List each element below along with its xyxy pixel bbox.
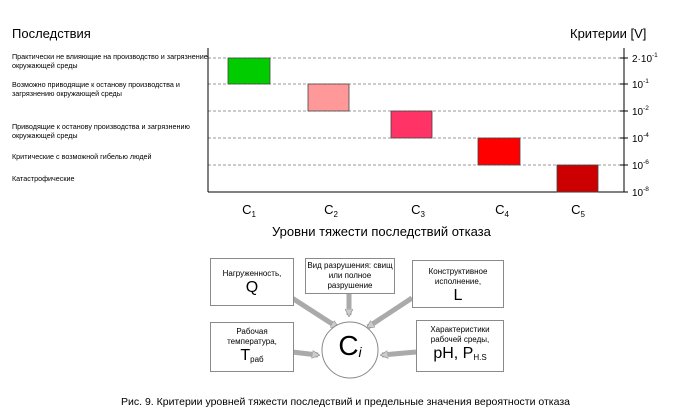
environment-symbol: pH, PH.S — [433, 345, 487, 362]
criterion-label-3: 10-2 — [632, 105, 649, 118]
consequence-3: Приводящие к останову производства и заг… — [12, 122, 190, 140]
consequence-1: Практически не влияющие на производство … — [12, 52, 208, 70]
consequence-5: Катастрофические — [12, 174, 75, 183]
design-symbol: L — [453, 287, 463, 304]
level-label-c1: C1 — [242, 202, 256, 219]
figure-caption: Рис. 9. Критерии уровней тяжести последс… — [120, 396, 570, 408]
level-label-c5: C5 — [571, 202, 585, 219]
design-text: Конструктивное исполнение, — [428, 267, 488, 286]
temperature-text: Рабочая температура, — [227, 327, 277, 346]
criterion-label-5: 10-6 — [632, 159, 649, 172]
temperature-symbol: Tраб — [240, 347, 264, 364]
criterion-label-4: 10-4 — [632, 132, 649, 145]
x-axis-label: Уровни тяжести последствий отказа — [272, 224, 491, 239]
criterion-label-2: 10-1 — [632, 78, 649, 91]
environment-text: Характеристики рабочей среды, — [430, 325, 490, 344]
bar-c2 — [307, 83, 350, 112]
arrow-temperature — [291, 349, 318, 355]
arrow-load — [290, 295, 337, 330]
bar-c3 — [390, 110, 433, 139]
criterion-label-1: 2·10-1 — [632, 52, 658, 65]
arrow-environment — [382, 349, 417, 355]
level-label-c2: C2 — [324, 202, 338, 219]
criterion-label-6: 10-8 — [632, 186, 649, 199]
failure-text: Вид разрушения: свищ или полное разрушен… — [307, 261, 393, 290]
center-symbol: Ci — [338, 330, 362, 361]
load-text: Нагруженность, — [222, 269, 282, 278]
level-label-c3: C3 — [411, 202, 425, 219]
center-circle — [321, 321, 379, 379]
arrow-design — [368, 295, 414, 330]
consequences-header: Последствия — [12, 26, 91, 41]
criteria-header: Критерии [V] — [570, 26, 647, 41]
bar-c5 — [556, 164, 599, 193]
right-axis-ticks — [620, 57, 628, 193]
consequence-4: Критические с возможной гибелью людей — [12, 152, 152, 161]
temperature-box: Рабочая температура, Tраб — [210, 322, 294, 372]
environment-box: Характеристики рабочей среды, pH, PH.S — [416, 320, 504, 372]
bar-c1 — [227, 57, 271, 85]
bar-c4 — [477, 137, 521, 166]
load-symbol: Q — [245, 279, 259, 296]
failure-box: Вид разрушения: свищ или полное разрушен… — [305, 258, 395, 294]
load-box: Нагруженность, Q — [210, 258, 294, 306]
design-box: Конструктивное исполнение, L — [412, 260, 504, 308]
level-label-c4: C4 — [495, 202, 509, 219]
consequence-2: Возможно приводящие к останову производс… — [12, 80, 180, 98]
